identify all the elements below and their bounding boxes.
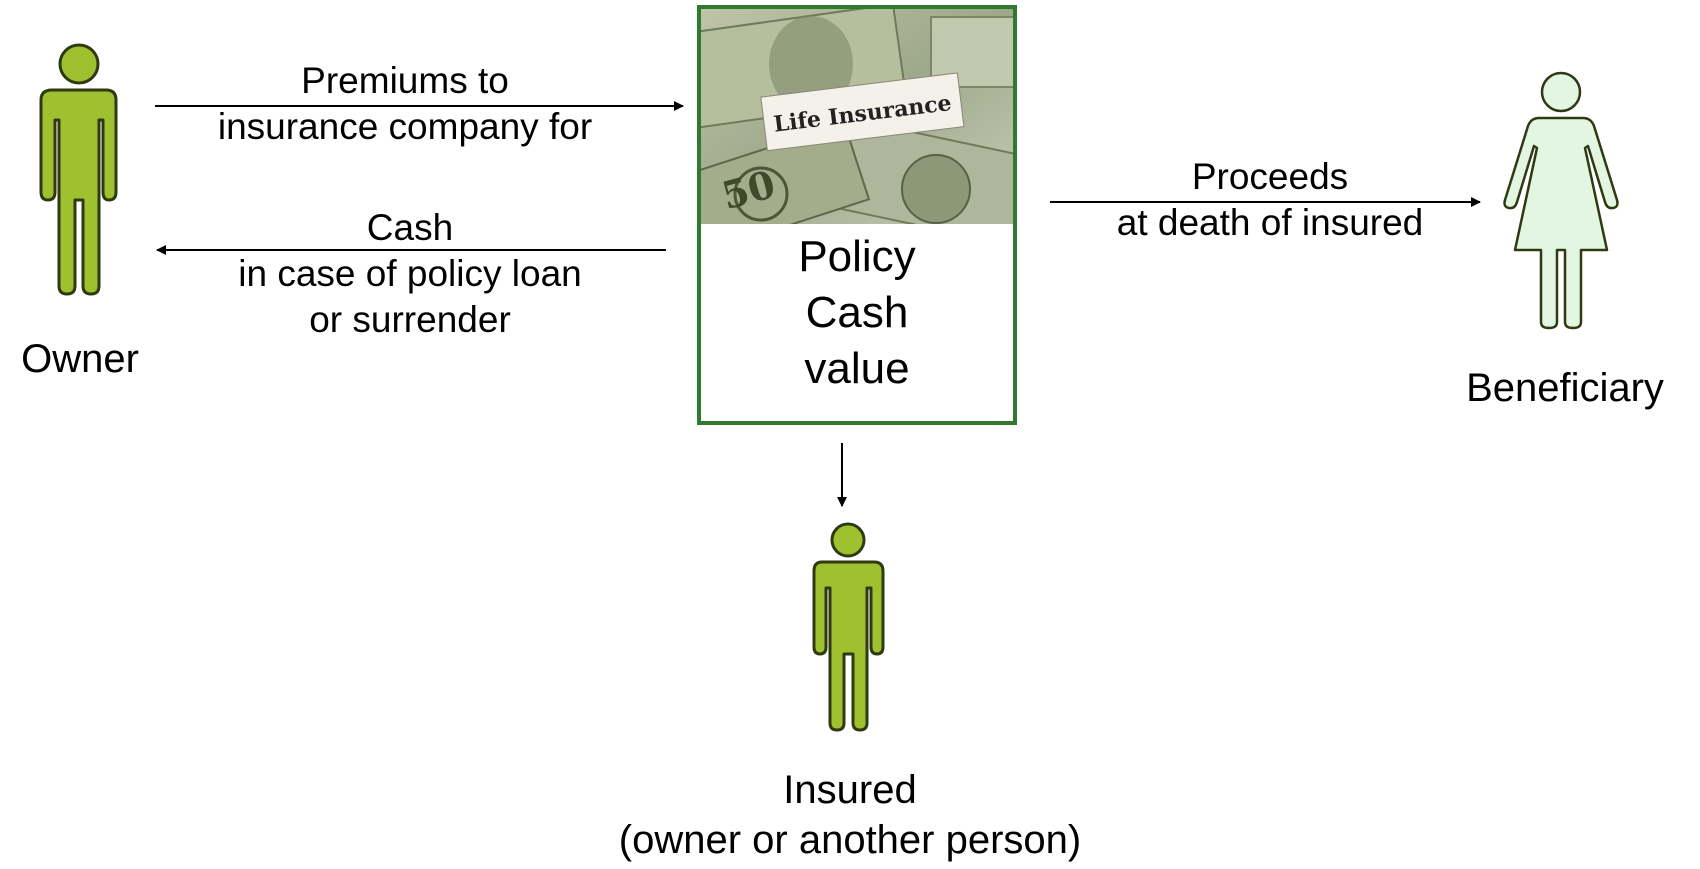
policy-line1: Policy — [798, 232, 916, 281]
person-icon — [812, 522, 885, 732]
money-photo: 50 Life Insurance — [701, 9, 1013, 224]
beneficiary-figure — [1501, 70, 1621, 332]
cash-label: Cash in case of policy loan or surrender — [180, 205, 640, 343]
insured-label: Insured (owner or another person) — [600, 765, 1100, 865]
beneficiary-label: Beneficiary — [1466, 366, 1664, 410]
woman-icon — [1503, 71, 1619, 330]
proceeds-line1: Proceeds — [1191, 156, 1349, 197]
insured-line1: Insured — [783, 768, 917, 812]
insured-figure — [808, 522, 888, 734]
policy-line3: value — [804, 344, 910, 393]
premiums-label: Premiums to insurance company for — [170, 58, 640, 150]
premiums-line1: Premiums to — [301, 60, 509, 101]
person-icon — [39, 43, 118, 296]
policy-box: 50 Life Insurance Policy Cash value — [697, 5, 1017, 425]
owner-figure — [38, 42, 118, 298]
cash-line2: in case of policy loan — [238, 253, 582, 294]
policy-text: Policy Cash value — [701, 229, 1013, 397]
owner-label: Owner — [21, 337, 139, 381]
proceeds-line2: at death of insured — [1116, 202, 1424, 243]
cash-line3: or surrender — [309, 299, 511, 340]
policy-line2: Cash — [805, 288, 909, 337]
cash-line1: Cash — [366, 207, 454, 248]
premiums-line2: insurance company for — [217, 106, 593, 147]
money-image: 50 Life Insurance — [701, 9, 1013, 224]
insured-line2: (owner or another person) — [618, 818, 1082, 862]
proceeds-label: Proceeds at death of insured — [1060, 154, 1480, 246]
